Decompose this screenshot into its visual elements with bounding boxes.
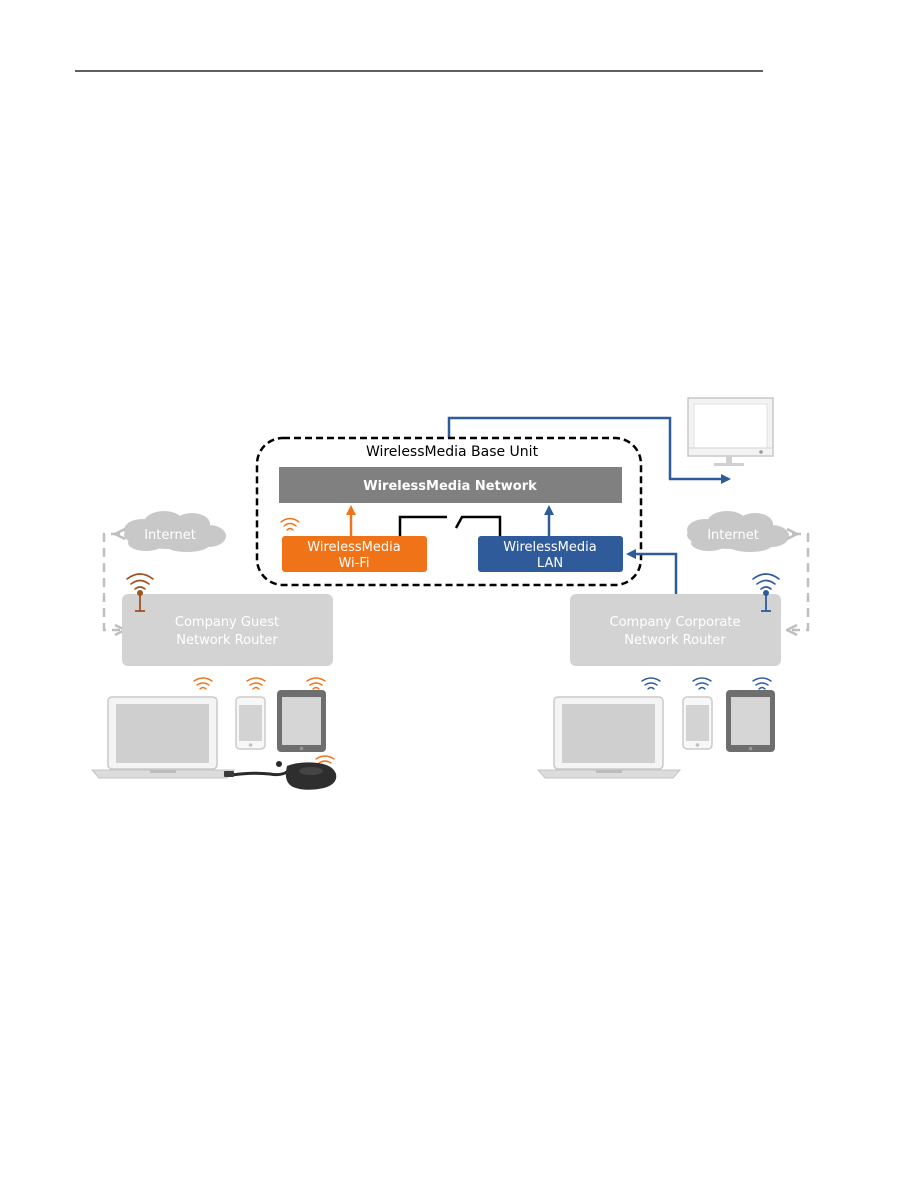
wirelessmedia-network-box (279, 467, 622, 503)
guest-router-line1: Company Guest (175, 615, 279, 630)
cloud-icon (124, 511, 226, 552)
wifi-icon (193, 677, 213, 690)
display-link (447, 416, 731, 484)
tablet-icon (277, 690, 326, 752)
phone-icon (235, 696, 266, 750)
laptop-icon (536, 696, 682, 779)
internal-switch-line (398, 515, 502, 536)
corporate-router-box (570, 594, 781, 666)
right-internet-dashed-link (792, 534, 810, 630)
left-internet-dashed-link (102, 534, 120, 630)
left-cloud-label: Internet (144, 528, 196, 543)
wirelessmedia-network-label: WirelessMedia Network (363, 479, 537, 494)
wifi-icon (752, 677, 772, 690)
laptop-icon (90, 696, 236, 779)
display-icon (687, 397, 774, 466)
cloud-icon (687, 511, 789, 552)
base-unit-container (255, 436, 643, 587)
corporate-router-line1: Company Corporate (610, 615, 741, 630)
right-cloud-label: Internet (707, 528, 759, 543)
corporate-router-line2: Network Router (624, 633, 726, 648)
wifi-icon (641, 677, 661, 690)
antenna-icon (126, 573, 154, 612)
antenna-icon (752, 573, 780, 612)
wifi-icon (280, 517, 300, 531)
lan-block-line2: LAN (537, 556, 563, 571)
phone-icon (682, 696, 713, 750)
wirelessmedia-lan-block (478, 536, 623, 572)
wifi-icon (692, 677, 712, 690)
base-unit-title: WirelessMedia Base Unit (366, 444, 539, 460)
corporate-router-to-lan-link (626, 549, 678, 596)
wifi-block-line2: Wi-Fi (338, 556, 369, 571)
guest-router-box (122, 594, 333, 666)
wifi-icon (306, 677, 326, 690)
wirelessmedia-wifi-block (282, 536, 427, 572)
wifi-block-line1: WirelessMedia (307, 540, 400, 555)
wifi-icon (246, 677, 266, 690)
lan-block-line1: WirelessMedia (503, 540, 596, 555)
tablet-icon (726, 690, 775, 752)
button-dongle-icon (224, 761, 337, 790)
guest-router-line2: Network Router (176, 633, 278, 648)
